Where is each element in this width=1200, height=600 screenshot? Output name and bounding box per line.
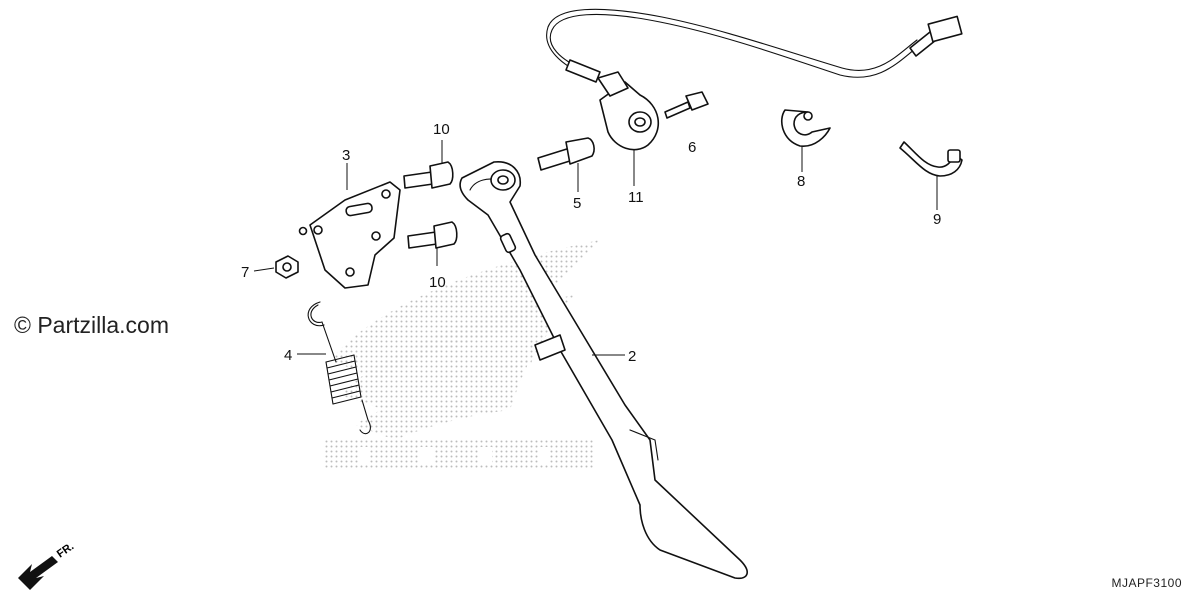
clamp-8 [781, 109, 831, 147]
bolt-10-upper [403, 161, 454, 189]
callout-labels: 11 5 6 10 10 3 7 4 2 8 9 [241, 121, 941, 365]
callout-3: 3 [342, 147, 350, 164]
callout-6: 6 [688, 139, 696, 156]
side-stand-2 [459, 161, 748, 580]
small-bolt [298, 226, 308, 236]
callout-4: 4 [284, 347, 292, 364]
callout-11: 11 [628, 189, 644, 206]
nut-7 [275, 255, 299, 279]
side-stand-switch [597, 71, 660, 151]
callout-10-lower: 10 [429, 274, 446, 291]
bracket-plate-3 [309, 181, 401, 289]
bolt-6 [664, 91, 709, 119]
callout-8: 8 [797, 173, 805, 190]
bolt-10-lower [407, 221, 458, 249]
copyright-text: © Partzilla.com [14, 312, 169, 338]
direction-label: FR. [55, 540, 76, 560]
callout-2: 2 [628, 348, 636, 365]
cable-tie-9 [899, 141, 963, 177]
callout-9: 9 [933, 211, 941, 228]
callout-7: 7 [241, 264, 249, 281]
pivot-bolt-5 [537, 137, 595, 171]
front-direction-arrow: FR. [18, 540, 76, 590]
callout-5: 5 [573, 195, 581, 212]
spring-4 [307, 301, 371, 435]
callout-10-upper: 10 [433, 121, 450, 138]
wire-harness [546, 8, 963, 83]
leader-lines [253, 140, 938, 356]
diagram-code: MJAPF3100 [1111, 576, 1182, 590]
